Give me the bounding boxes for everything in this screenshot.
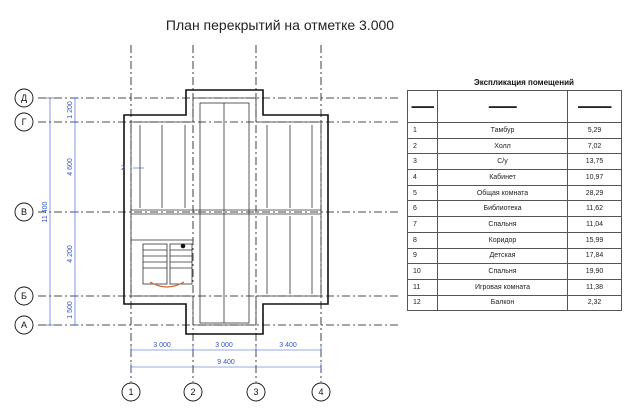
axis-bubble-1: 1 (121, 382, 141, 402)
axis-label-b: Б (21, 291, 27, 301)
explication-header-area: ▬▬▬▬▬▬ (567, 90, 622, 123)
explication-header-row: ▬▬▬▬ ▬▬▬▬▬ ▬▬▬▬▬▬ (407, 90, 622, 123)
room-number: 10 (407, 263, 438, 280)
room-number: 8 (407, 231, 438, 249)
room-area: 11,38 (567, 278, 622, 296)
dim-total-v: 11 400 (42, 201, 49, 222)
explication-header-name: ▬▬▬▬▬ (437, 90, 568, 123)
room-name: Детская (437, 247, 568, 265)
room-name: С/у (437, 153, 568, 171)
horizontal-dimensions: 3 000 3 000 3 400 9 400 (130, 342, 322, 371)
room-area: 28,29 (567, 184, 622, 202)
axis-label-g: Г (22, 117, 27, 127)
room-area: 19,90 (567, 263, 622, 280)
room-area: 11,04 (567, 216, 622, 233)
room-name: Холл (437, 137, 568, 155)
room-area: 2,32 (567, 294, 622, 312)
axis-bubble-2: 2 (183, 382, 203, 402)
room-number: 5 (407, 184, 438, 202)
room-name: Общая комната (437, 184, 568, 202)
room-name: Спальня (437, 263, 568, 280)
room-area: 10,97 (567, 169, 622, 186)
room-number: 11 (407, 278, 438, 296)
plan-title: План перекрытий на отметке 3.000 (165, 17, 395, 33)
room-area: 5,29 (567, 122, 622, 139)
dim-h-2: 3 000 (215, 342, 233, 349)
room-number: 3 (407, 153, 438, 171)
room-number: 6 (407, 200, 438, 218)
dim-v-1: 1 200 (67, 101, 74, 119)
callout-number: 2 (121, 165, 125, 172)
axis-label-a: А (21, 320, 27, 330)
room-area: 17,84 (567, 247, 622, 265)
axis-label-1: 1 (128, 387, 133, 397)
axis-bubble-4: 4 (311, 382, 331, 402)
axis-label-v: В (21, 207, 27, 217)
room-number: 2 (407, 137, 438, 155)
axis-bubble-g: Г (14, 112, 34, 132)
axis-bubble-3: 3 (246, 382, 266, 402)
room-number: 9 (407, 247, 438, 265)
axis-bubble-b: Б (14, 286, 34, 306)
column-axis-bubbles: 1 2 3 4 (121, 382, 331, 402)
room-name: Спальня (437, 216, 568, 233)
axis-label-d: Д (21, 93, 27, 103)
column-axis-lines (130, 45, 322, 382)
stair-arrow-arc (149, 281, 185, 288)
room-name: Балкон (437, 294, 568, 312)
stair-marker-dot (180, 243, 186, 249)
row-axis-lines (38, 97, 398, 326)
dim-v-3: 4 200 (67, 245, 74, 263)
section-callout: 2 (121, 165, 144, 172)
row-axis-bubbles: Д Г В Б А (14, 88, 34, 335)
dim-v-2: 4 600 (67, 158, 74, 176)
central-slab (199, 102, 250, 324)
axis-label-2: 2 (190, 387, 195, 397)
vertical-dimensions: 11 400 1 200 4 600 4 200 1 500 (42, 97, 79, 326)
room-name: Кабинет (437, 169, 568, 186)
room-name: Коридор (437, 231, 568, 249)
room-name: Тамбур (437, 122, 568, 139)
room-area: 15,99 (567, 231, 622, 249)
building-walls (123, 89, 329, 335)
slab-panels (131, 125, 313, 294)
room-area: 11,62 (567, 200, 622, 218)
room-number: 7 (407, 216, 438, 233)
staircase (142, 243, 193, 288)
outer-wall (123, 89, 329, 335)
axis-bubble-v: В (14, 202, 34, 222)
inner-wall (130, 97, 322, 326)
room-area: 13,75 (567, 153, 622, 171)
axis-bubble-d: Д (14, 88, 34, 108)
dim-total-h: 9 400 (217, 359, 235, 366)
dim-h-3: 3 400 (279, 342, 297, 349)
axis-label-3: 3 (253, 387, 258, 397)
room-number: 1 (407, 122, 438, 139)
dim-h-1: 3 000 (153, 342, 171, 349)
room-number: 4 (407, 169, 438, 186)
room-area: 7,02 (567, 137, 622, 155)
room-name: Игровая комната (437, 278, 568, 296)
explication-title: Экспликация помещений (474, 78, 574, 87)
room-name: Библиотека (437, 200, 568, 218)
dim-v-4: 1 500 (67, 301, 74, 319)
axis-bubble-a: А (14, 315, 34, 335)
explication-header-number: ▬▬▬▬ (407, 90, 438, 123)
axis-label-4: 4 (318, 387, 323, 397)
room-number: 12 (407, 294, 438, 312)
